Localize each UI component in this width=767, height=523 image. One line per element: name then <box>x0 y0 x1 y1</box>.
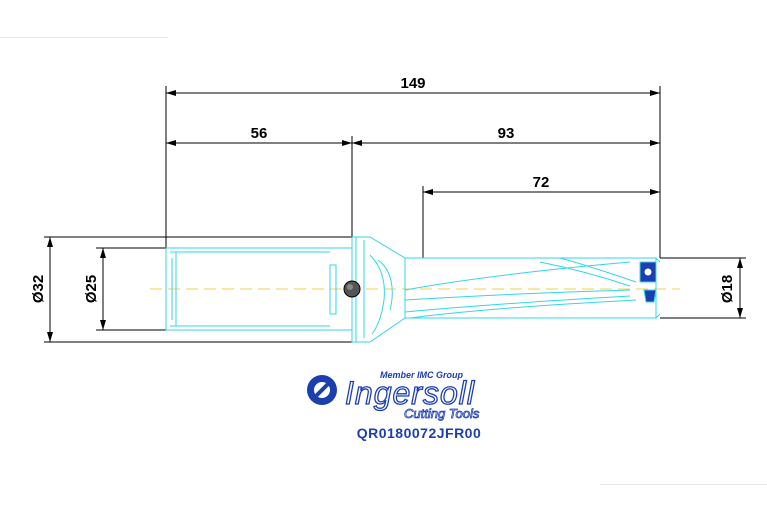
dim-shank-diameter-outer: Ø32 <box>30 236 352 343</box>
frame-line-bottom <box>600 484 767 485</box>
dim-shank-length: 56 <box>166 125 353 237</box>
brand-name: Ingersoll <box>345 375 475 411</box>
dim-overall-length: 149 <box>165 75 661 258</box>
drill-tool-outline <box>165 236 661 343</box>
ingersoll-logo: Member IMC Group Ingersoll Cutting Tools <box>300 366 530 422</box>
dim-flute-length-label: 72 <box>533 174 550 191</box>
brand-subtitle: Cutting Tools <box>404 406 480 421</box>
dim-cutting-diameter-label: Ø18 <box>719 275 736 303</box>
dim-body-length-label: 93 <box>498 125 515 142</box>
dim-cutting-diameter: Ø18 <box>660 257 746 319</box>
brand-tagline: Member IMC Group <box>380 370 464 380</box>
frame-line-top <box>0 37 168 38</box>
dim-body-length: 93 <box>352 125 660 146</box>
dim-shank-length-label: 56 <box>251 125 268 142</box>
dim-shank-diameter-outer-label: Ø32 <box>30 275 47 303</box>
dim-shank-diameter-inner-label: Ø25 <box>83 275 100 303</box>
dim-shank-diameter-inner: Ø25 <box>83 247 166 331</box>
dim-flute-length: 72 <box>422 174 660 258</box>
ingersoll-logo-icon <box>307 375 337 405</box>
dim-overall-length-label: 149 <box>400 75 425 92</box>
part-number: QR0180072JFR00 <box>356 425 482 441</box>
